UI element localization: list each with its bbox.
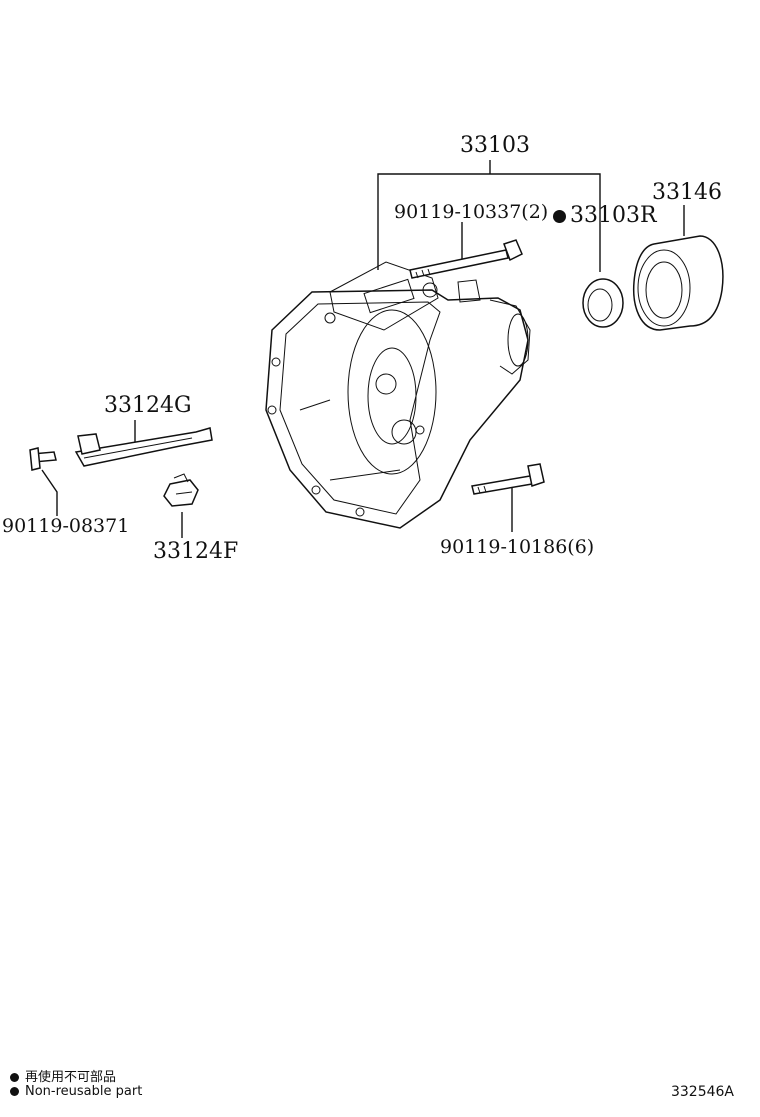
legend-jp-text: 再使用不可部品: [25, 1070, 117, 1085]
clip-drawing: [163, 473, 199, 507]
legend-jp: 再使用不可部品: [10, 1066, 116, 1085]
bearing-retainer-drawing: [632, 235, 724, 331]
label-seal-number: 33103R: [570, 203, 657, 228]
bolt-lower-drawing: [471, 463, 545, 495]
label-bolt-upper: 90119-10337(2): [394, 201, 549, 223]
label-bearing-retainer: 33146: [652, 180, 722, 205]
legend-dot-icon: [10, 1087, 19, 1096]
reference-number: 332546A: [670, 1084, 734, 1100]
label-bracket: 33124G: [104, 393, 192, 418]
label-bolt-small: 90119-08371: [2, 515, 130, 537]
label-clip: 33124F: [153, 539, 239, 564]
label-seal: 33103R: [553, 203, 657, 228]
seal-drawing: [582, 278, 624, 328]
label-housing: 33103: [460, 133, 530, 158]
legend-dot-icon: [10, 1073, 19, 1082]
label-bolt-lower: 90119-10186(6): [440, 536, 595, 558]
bolt-small-drawing: [29, 447, 57, 471]
legend-en-text: Non-reusable part: [25, 1084, 143, 1099]
nonreusable-dot-icon: [553, 210, 566, 223]
bracket-drawing: [74, 427, 213, 467]
legend-en: Non-reusable part: [10, 1084, 142, 1099]
leader-lines: [41, 160, 685, 538]
housing-drawing: [265, 261, 531, 529]
bolt-upper-drawing: [409, 239, 523, 279]
